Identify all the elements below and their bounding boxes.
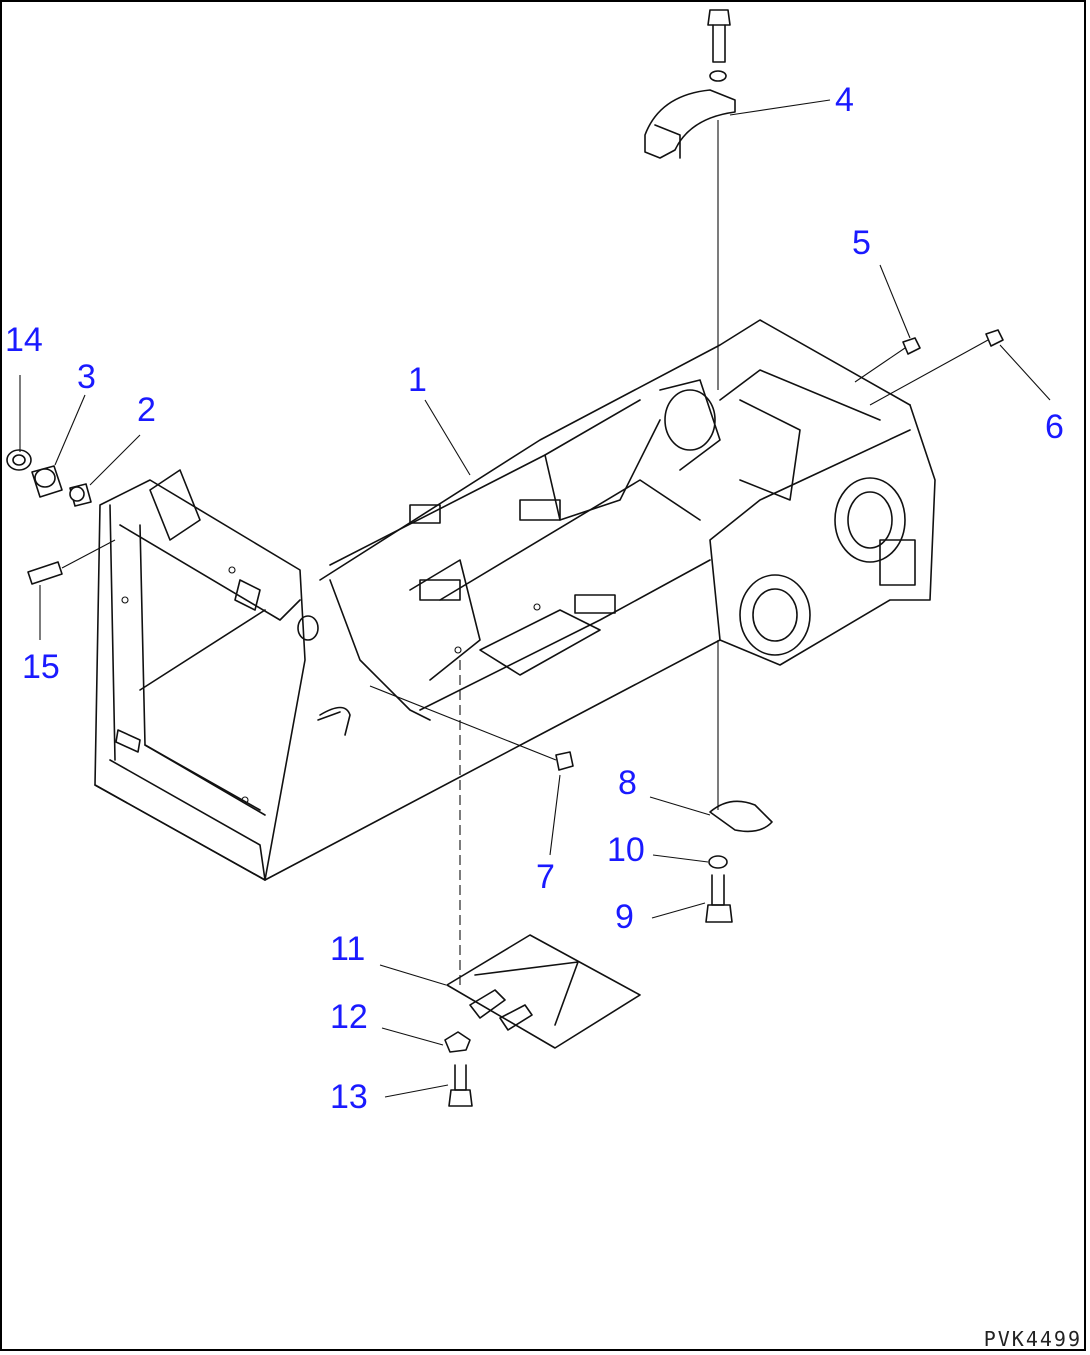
callout-9: 9 bbox=[615, 898, 634, 936]
callout-10: 10 bbox=[607, 831, 645, 869]
callout-1: 1 bbox=[408, 361, 427, 399]
bushing-parts bbox=[6, 449, 116, 585]
callout-4: 4 bbox=[835, 81, 854, 119]
transmission-case bbox=[94, 319, 936, 881]
callout-12: 12 bbox=[330, 998, 368, 1036]
plug-5 bbox=[902, 337, 921, 355]
callout-13: 13 bbox=[330, 1078, 368, 1116]
callout-14: 14 bbox=[5, 321, 43, 359]
drawing-code: PVK4499 bbox=[983, 1327, 1082, 1351]
bearing-cap-assembly bbox=[644, 9, 736, 390]
plug-6 bbox=[985, 329, 1004, 347]
callout-5: 5 bbox=[852, 224, 871, 262]
callout-15: 15 bbox=[22, 648, 60, 686]
callout-7: 7 bbox=[536, 858, 555, 896]
leader-lines bbox=[19, 99, 1051, 1098]
callout-2: 2 bbox=[137, 391, 156, 429]
callout-6: 6 bbox=[1045, 408, 1064, 446]
callout-8: 8 bbox=[618, 764, 637, 802]
callout-3: 3 bbox=[77, 358, 96, 396]
callout-11: 11 bbox=[330, 930, 366, 968]
lower-parts bbox=[369, 640, 773, 1107]
